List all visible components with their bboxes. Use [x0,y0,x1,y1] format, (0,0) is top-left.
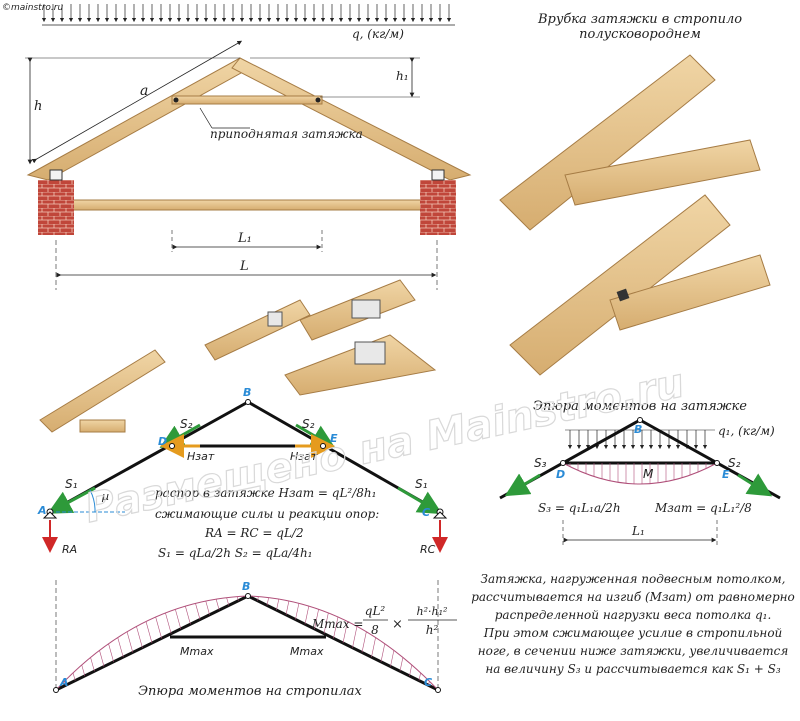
rafter-moment-title: Эпюра моментов на стропилах [138,684,362,699]
rafter-point-A: A [59,676,69,689]
tie-moment-diagram: Эпюра моментов на затяжке q₁, (кг/м) B D… [499,399,781,545]
point-A: A [37,504,47,517]
joint-title-line1: Врубка затяжки в стропило [537,12,742,27]
force-S1-left: S₁ [65,477,78,491]
eq-reactions: RA = RC = qL/2 [204,526,304,540]
tie-force-S3: S₃ [534,456,547,470]
truss-drawing: q, (кг/м) a h h₁ приподнятая затяжка [25,4,472,290]
reaction-RC: RC [420,543,436,556]
point-E: E [330,432,338,445]
rafter-mmax-left: Mmax [180,645,214,658]
tie-moment-M: M [643,467,654,481]
dim-L-label: L [239,259,249,274]
desc-line-2: рассчитывается на изгиб (Mзат) от равном… [471,590,795,604]
mmax-f2-num: h²·h₁² [417,605,448,618]
tie-point-B: B [634,423,642,436]
eq-thrust: распор в затяжке Hзат = qL²/8h₁ [155,486,376,500]
tie-moment-title: Эпюра моментов на затяжке [533,399,747,414]
desc-line-1: Затяжка, нагруженная подвесным потолком, [481,572,786,586]
force-H-right: Hзат [290,450,318,463]
point-B: B [243,386,251,399]
desc-line-5: ноге, в сечении ниже затяжки, увеличивае… [478,644,789,658]
tie-callout-label: приподнятая затяжка [210,127,363,141]
point-C: C [422,506,430,519]
eq-S1-S2: S₁ = qLa/2h S₂ = qLa/4h₁ [158,546,312,560]
force-S1-right: S₁ [415,477,428,491]
dim-L1-label: L₁ [237,231,252,246]
dim-h1-label: h₁ [396,69,409,83]
right-brick-wall [420,180,456,235]
raised-tie [171,95,323,105]
distributed-load-arrows [41,4,452,23]
rafter-mmax-right: Mmax [290,645,324,658]
right-rafter [231,57,472,181]
force-diagram: B D E A C S₂ S₂ S₁ S₁ Hзат Hзат μ RA RC … [37,386,448,560]
angle-mu: μ [101,490,109,503]
mmax-formula-lhs: Mmax = [311,617,363,631]
tie-point-D: D [556,468,565,481]
connection-details [39,279,437,433]
mmax-f2-den: h² [426,623,439,637]
eq-M-tie: Mзат = q₁L₁²/8 [654,501,752,515]
eq-reactions-heading: сжимающие силы и реакции опор: [155,507,379,521]
left-rafter [26,57,251,181]
joint-illustration: Врубка затяжки в стропило полусковородне… [499,12,771,376]
mmax-f1-den: 8 [371,623,379,637]
desc-line-3: распределенной нагрузки веса потолка q₁. [495,608,772,622]
tie-dim-L1: L₁ [631,524,645,538]
desc-line-6: на величину S₃ и рассчитывается как S₁ +… [485,662,781,676]
dim-h-label: h [34,99,42,114]
tie-force-S2: S₂ [728,456,741,470]
force-H-left: Hзат [187,450,215,463]
mmax-f1-num: qL² [365,604,386,618]
tie-load-label: q₁, (кг/м) [718,424,775,438]
dim-a-label: a [140,83,148,99]
reaction-RA: RA [62,543,77,556]
corner-watermark: ©mainstro.ru [2,3,63,13]
tie-point-E: E [722,468,730,481]
rafter-point-B: B [242,580,250,593]
rafter-moment-diagram: B A C Mmax Mmax Эпюра моментов на стропи… [53,580,457,699]
eq-S3: S₃ = q₁L₁a/2h [538,501,621,515]
left-brick-wall [38,180,74,235]
joint-title-line2: полусковороднем [579,27,701,42]
mmax-times: × [392,617,403,632]
force-S2-left: S₂ [180,417,193,431]
load-label: q, (кг/м) [352,27,404,41]
rafter-point-C: C [424,676,432,689]
force-S2-right: S₂ [302,417,315,431]
description-text: Затяжка, нагруженная подвесным потолком,… [471,572,795,676]
point-D: D [158,435,167,448]
desc-line-4: При этом сжимающее усилие в стропильной [483,626,783,640]
ceiling-beam [53,199,442,211]
